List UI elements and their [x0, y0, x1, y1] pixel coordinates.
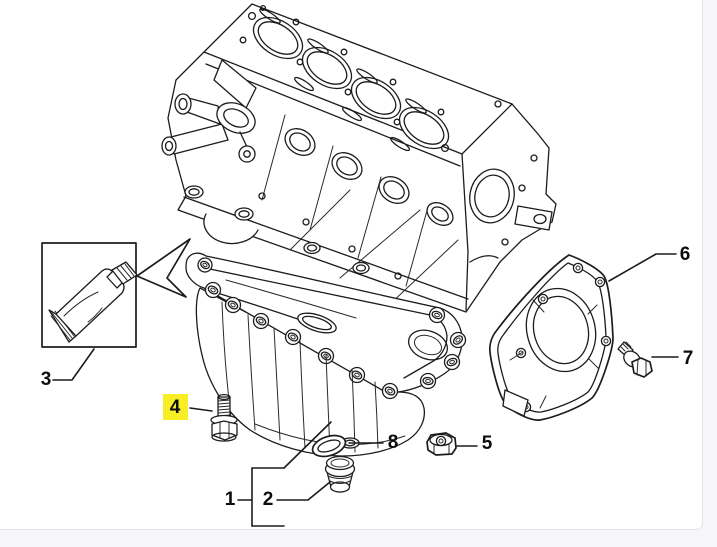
seal-plate-tab	[502, 389, 529, 417]
callout-8-label[interactable]: 8	[388, 432, 399, 453]
callout-1-label[interactable]: 1	[225, 489, 236, 510]
rear-seal-plate-part	[488, 254, 614, 421]
engine-mount-bracket	[161, 59, 257, 163]
cylinder-bores	[252, 16, 450, 150]
sealant-detail-box	[41, 242, 138, 348]
callout-4-label[interactable]: 4	[170, 397, 181, 418]
engine-block	[161, 3, 557, 313]
callout-1[interactable]: 1	[225, 489, 236, 510]
callout-7-label[interactable]: 7	[683, 348, 694, 369]
leader-line-1	[237, 421, 332, 527]
callout-5[interactable]: 5	[482, 433, 493, 454]
tube-cap-ribs	[116, 263, 135, 281]
seal-plate-ribs	[509, 299, 599, 409]
leader-lines	[52, 253, 679, 527]
oil-pan-body	[195, 287, 426, 457]
bolt-thread-lines	[619, 341, 632, 352]
callout-3-label[interactable]: 3	[41, 369, 52, 390]
callout-6-label[interactable]: 6	[680, 244, 691, 265]
callout-8[interactable]: 8	[388, 432, 399, 453]
callout-7[interactable]: 7	[683, 348, 694, 369]
engine-block-silhouette	[167, 3, 557, 313]
block-bottom-rail	[183, 185, 469, 300]
callout-3[interactable]: 3	[41, 369, 52, 390]
seal-plate-inner-edge	[497, 262, 607, 413]
stud-bolt-part	[210, 393, 238, 442]
leader-line-4	[189, 407, 213, 412]
oil-pan-bolt-holes	[197, 257, 467, 400]
block-front-face-details	[258, 114, 459, 307]
callout-4[interactable]: 4	[163, 394, 188, 420]
flange-bolt-part	[617, 341, 653, 378]
callout-2[interactable]: 2	[263, 489, 274, 510]
leader-line-6	[608, 253, 677, 282]
block-rear-face	[469, 154, 553, 263]
hex-nut-part	[426, 432, 457, 456]
oil-pan	[185, 252, 467, 457]
callouts: 1 2 3 4 5 6 7 8	[41, 244, 694, 510]
callout-5-label[interactable]: 5	[482, 433, 493, 454]
seal-plate-bolt-holes	[515, 262, 612, 413]
callout-2-label[interactable]: 2	[263, 489, 274, 510]
exploded-parts-diagram: 1 2 3 4 5 6 7 8	[41, 3, 694, 527]
sealant-tube	[48, 261, 138, 343]
callout-6[interactable]: 6	[680, 244, 691, 265]
leader-line-3	[52, 348, 95, 381]
leader-line-2	[276, 481, 331, 501]
callout-4-highlight[interactable]	[163, 394, 188, 420]
drain-plug-part	[324, 455, 356, 493]
deck-detail-holes	[239, 4, 502, 153]
pointer-arrow	[136, 238, 191, 298]
seal-ring-part	[311, 434, 347, 458]
